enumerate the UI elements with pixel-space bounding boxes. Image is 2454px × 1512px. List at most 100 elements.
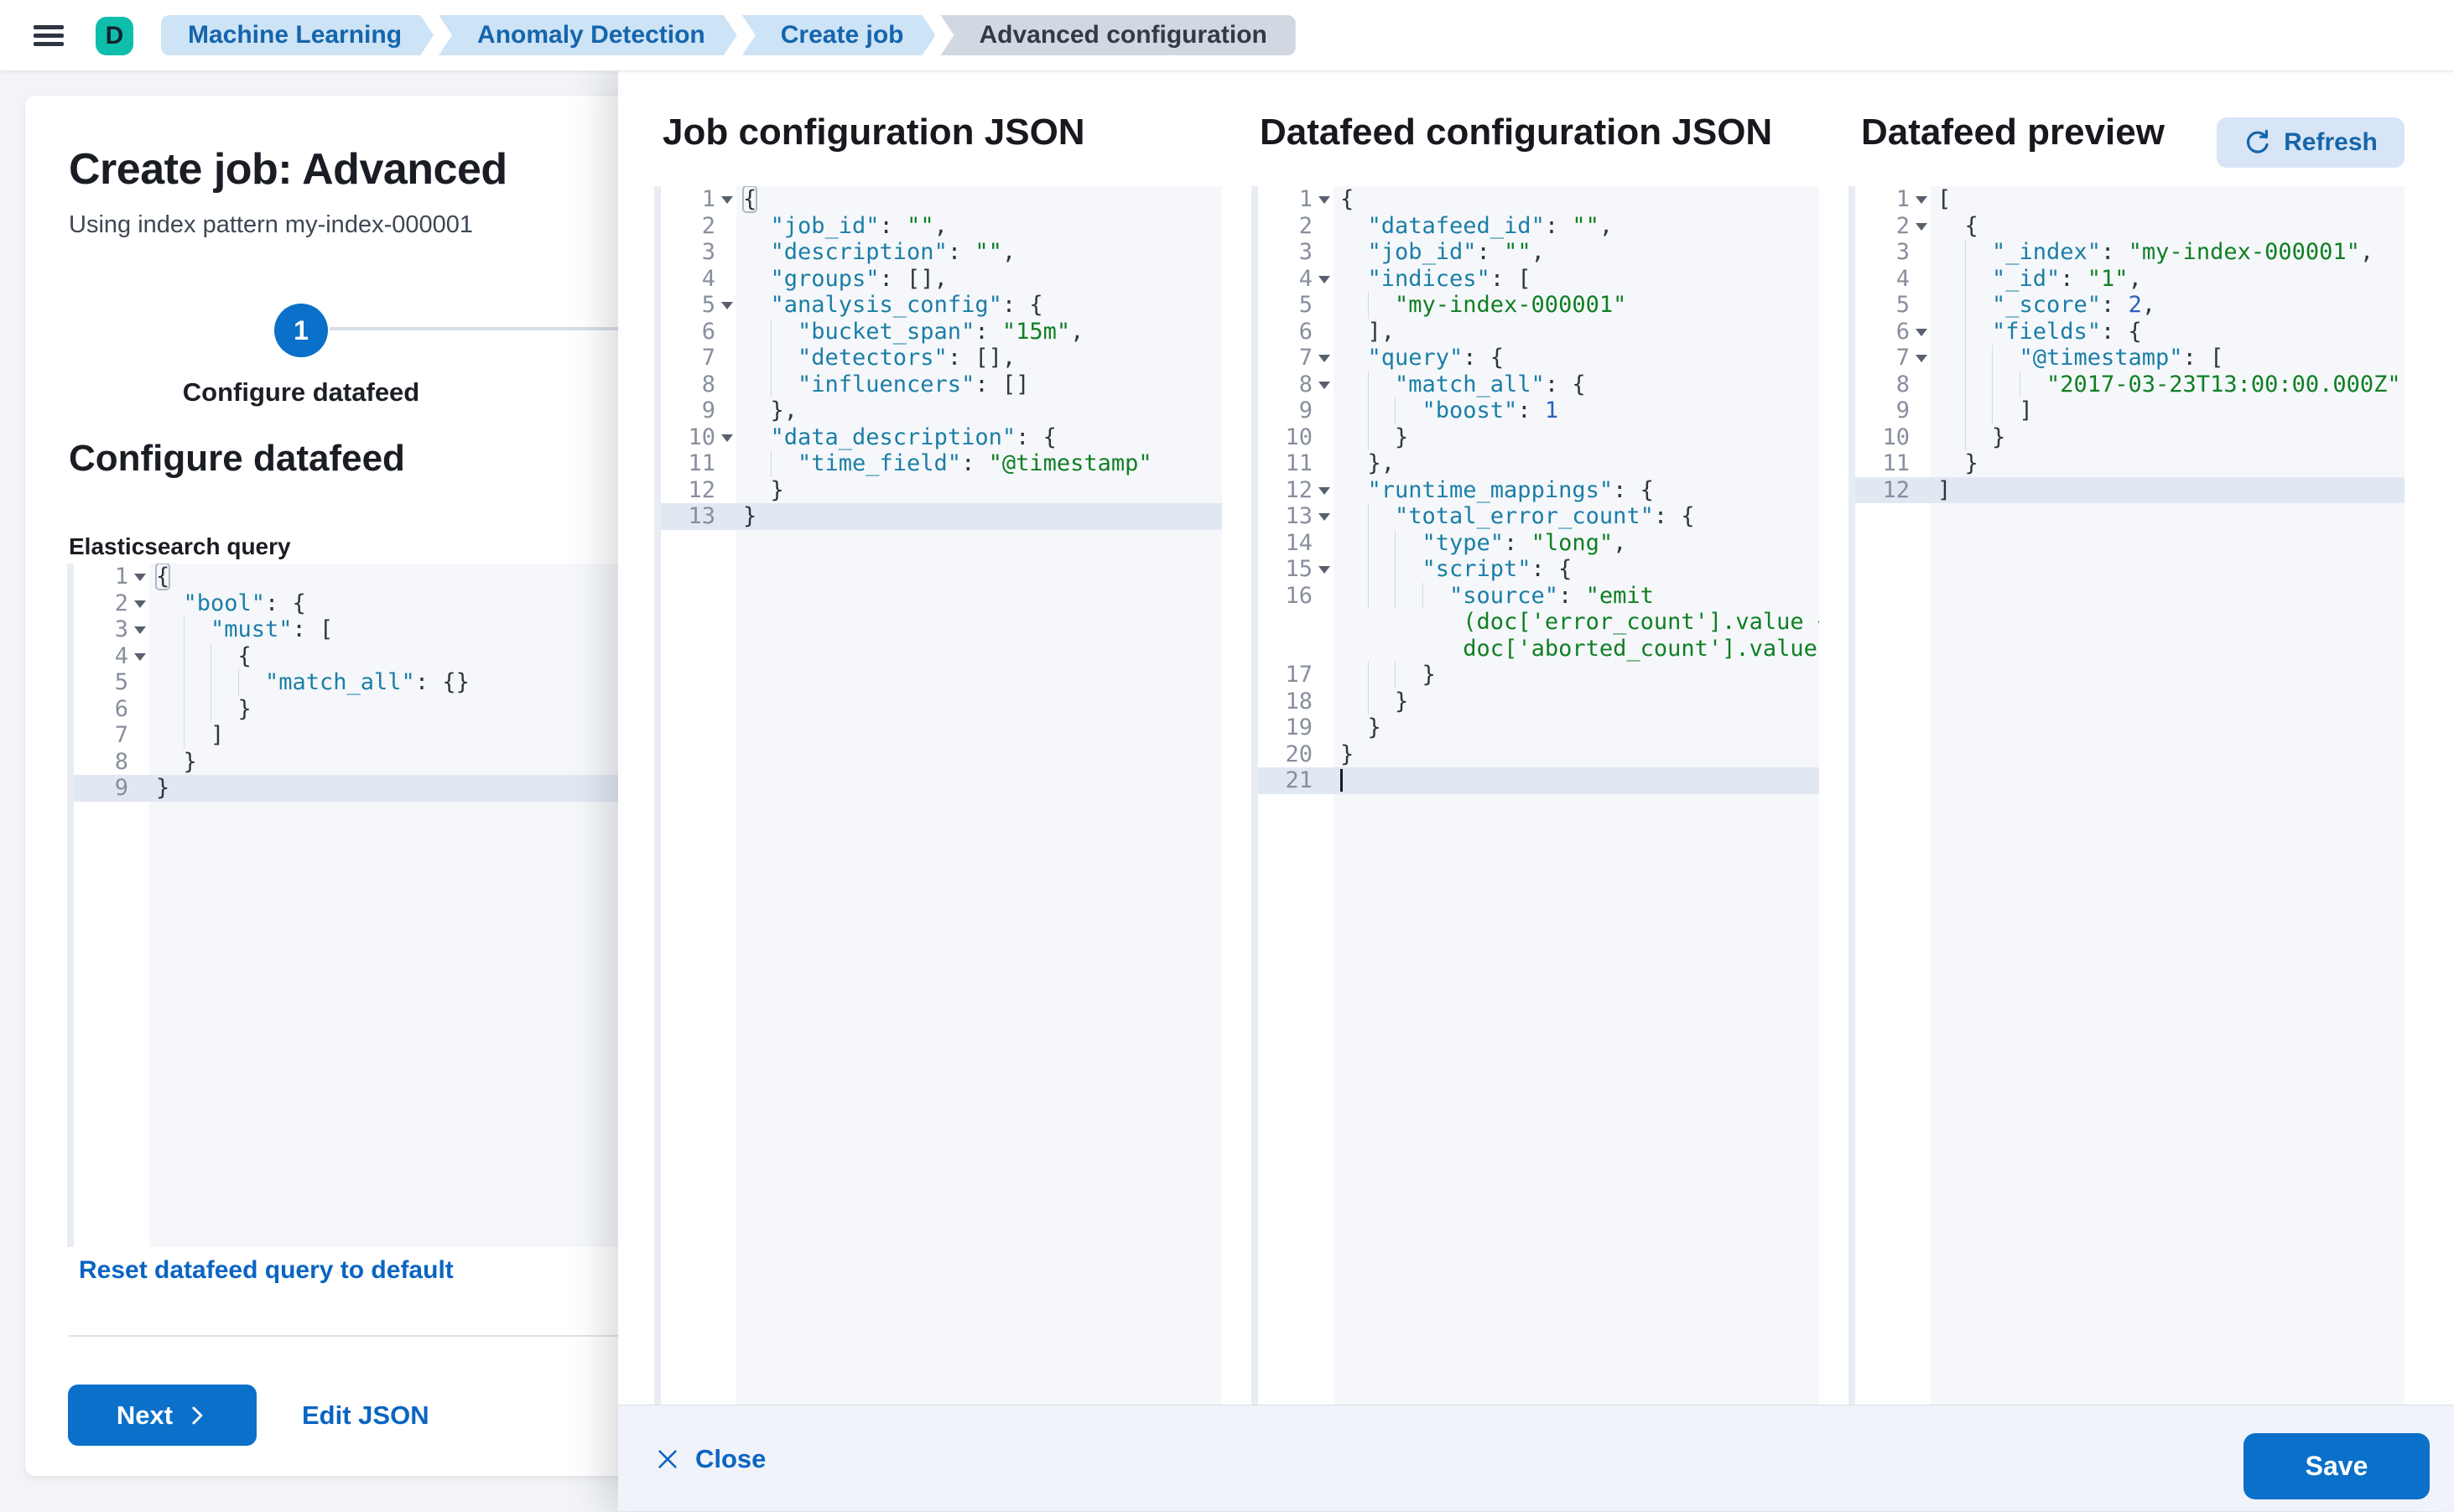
fold-gutter [1313, 239, 1334, 266]
job-config-editor-line[interactable]: 10"data_description": { [654, 424, 1222, 451]
line-number: 1 [701, 186, 715, 212]
job-config-editor-line[interactable]: 5"analysis_config": { [654, 292, 1222, 319]
datafeed-config-editor-line[interactable]: 9"boost": 1 [1251, 397, 1819, 424]
datafeed-config-editor-line[interactable]: 20} [1251, 741, 1819, 768]
datafeed-preview-editor-line[interactable]: 9] [1848, 397, 2405, 424]
datafeed-config-editor-line[interactable]: 11}, [1251, 450, 1819, 477]
es-query-editor-line[interactable]: 8} [67, 749, 948, 776]
datafeed-config-editor-line[interactable]: 2"datafeed_id": "", [1251, 213, 1819, 240]
datafeed-preview-editor-line[interactable]: 10} [1848, 423, 2405, 450]
datafeed-preview-editor-line[interactable]: 2{ [1848, 213, 2405, 240]
menu-icon[interactable] [34, 25, 64, 46]
breadcrumb-item-anomaly-detection[interactable]: Anomaly Detection [439, 15, 737, 55]
fold-toggle-icon[interactable] [128, 564, 149, 590]
code-text: ], [1367, 318, 1396, 345]
edit-json-button[interactable]: Edit JSON [302, 1385, 429, 1446]
es-query-editor-line[interactable]: 6} [67, 695, 948, 722]
es-query-editor-line[interactable]: 2"bool": { [67, 590, 948, 617]
es-query-editor-line[interactable]: 5"match_all": {} [67, 669, 948, 696]
es-query-editor-line[interactable]: 4{ [67, 642, 948, 670]
reset-datafeed-query-link[interactable]: Reset datafeed query to default [79, 1256, 454, 1284]
datafeed-config-editor-line[interactable]: 16"source": "emit [1251, 582, 1819, 609]
datafeed-config-editor-line[interactable]: 17} [1251, 662, 1819, 688]
datafeed-config-editor-line[interactable]: 19} [1251, 714, 1819, 741]
breadcrumb-item-create-job[interactable]: Create job [742, 15, 936, 55]
datafeed-config-editor-line[interactable]: (doc['error_count'].value + [1251, 609, 1819, 636]
job-config-editor-line[interactable]: 6"bucket_span": "15m", [654, 318, 1222, 345]
fold-toggle-icon[interactable] [1910, 186, 1931, 213]
space-avatar[interactable]: D [96, 17, 133, 55]
fold-toggle-icon[interactable] [1313, 556, 1334, 583]
datafeed-preview-editor-line[interactable]: 7"@timestamp": [ [1848, 345, 2405, 372]
code-text: "boost": 1 [1334, 397, 1819, 424]
fold-toggle-icon[interactable] [1910, 319, 1931, 346]
fold-toggle-icon[interactable] [1910, 213, 1931, 240]
fold-toggle-icon[interactable] [715, 292, 736, 319]
job-config-editor-line[interactable]: 2"job_id": "", [654, 213, 1222, 240]
datafeed-preview-editor-line[interactable]: 5"_score": 2, [1848, 292, 2405, 319]
fold-toggle-icon[interactable] [128, 590, 149, 617]
close-button[interactable]: Close [655, 1405, 766, 1512]
fold-toggle-icon[interactable] [1313, 503, 1334, 530]
fold-toggle-icon[interactable] [715, 424, 736, 451]
code-text: { [149, 642, 948, 669]
job-config-editor-line[interactable]: 12} [654, 477, 1222, 504]
datafeed-preview-editor-line[interactable]: 6"fields": { [1848, 318, 2405, 346]
job-config-editor-line[interactable]: 9}, [654, 397, 1222, 424]
step-1-indicator[interactable]: 1 [274, 304, 328, 357]
datafeed-preview-editor[interactable]: 1[2{3"_index": "my-index-000001",4"_id":… [1848, 186, 2405, 1405]
datafeed-config-editor-line[interactable]: 3"job_id": "", [1251, 239, 1819, 266]
fold-toggle-icon[interactable] [1313, 477, 1334, 504]
job-config-editor-line[interactable]: 8"influencers": [] [654, 371, 1222, 397]
fold-toggle-icon[interactable] [1313, 266, 1334, 293]
es-query-editor-line[interactable]: 7] [67, 722, 948, 749]
es-query-editor-line[interactable]: 1{ [67, 564, 948, 590]
datafeed-config-editor-line[interactable]: 15"script": { [1251, 556, 1819, 583]
datafeed-preview-editor-line[interactable]: 11} [1848, 450, 2405, 477]
datafeed-preview-editor-line[interactable]: 4"_id": "1", [1848, 265, 2405, 292]
datafeed-config-editor-line[interactable]: 12"runtime_mappings": { [1251, 477, 1819, 504]
datafeed-config-editor-line[interactable]: 21 [1251, 767, 1819, 794]
datafeed-config-editor-line[interactable]: 1{ [1251, 186, 1819, 213]
job-configuration-json-editor[interactable]: 1{2"job_id": "",3"description": "",4"gro… [654, 186, 1222, 1405]
breadcrumb-item-machine-learning[interactable]: Machine Learning [161, 15, 434, 55]
datafeed-config-editor-line[interactable]: 5"my-index-000001" [1251, 292, 1819, 319]
save-button[interactable]: Save [2243, 1433, 2430, 1499]
code-text: } [183, 748, 197, 775]
job-config-editor-line[interactable]: 1{ [654, 186, 1222, 213]
job-config-editor-line[interactable]: 7"detectors": [], [654, 345, 1222, 372]
fold-toggle-icon[interactable] [1910, 345, 1931, 372]
datafeed-config-editor-line[interactable]: 13"total_error_count": { [1251, 503, 1819, 530]
datafeed-config-editor-line[interactable]: 8"match_all": { [1251, 371, 1819, 398]
datafeed-config-editor-line[interactable]: 6], [1251, 319, 1819, 346]
next-button[interactable]: Next [68, 1385, 257, 1446]
fold-toggle-icon[interactable] [1313, 186, 1334, 213]
datafeed-configuration-json-editor[interactable]: 1{2"datafeed_id": "",3"job_id": "",4"ind… [1251, 186, 1819, 1405]
datafeed-config-editor-line[interactable]: doc['aborted_count'].value)" [1251, 636, 1819, 662]
datafeed-config-editor-line[interactable]: 18} [1251, 688, 1819, 714]
fold-toggle-icon[interactable] [128, 616, 149, 643]
job-config-editor-line[interactable]: 11"time_field": "@timestamp" [654, 450, 1222, 477]
datafeed-config-editor-line[interactable]: 10} [1251, 423, 1819, 450]
job-config-editor-line[interactable]: 4"groups": [], [654, 266, 1222, 293]
line-number [1251, 636, 1313, 662]
fold-toggle-icon[interactable] [1313, 345, 1334, 372]
fold-toggle-icon[interactable] [715, 186, 736, 213]
datafeed-preview-editor-line[interactable]: 12] [1848, 476, 2405, 503]
fold-toggle-icon[interactable] [128, 643, 149, 670]
line-number: 12 [688, 476, 715, 503]
datafeed-config-editor-line[interactable]: 14"type": "long", [1251, 529, 1819, 556]
datafeed-preview-editor-line[interactable]: 3"_index": "my-index-000001", [1848, 239, 2405, 266]
es-query-editor-line[interactable]: 3"must": [ [67, 616, 948, 643]
fold-gutter [1313, 292, 1334, 319]
datafeed-config-editor-line[interactable]: 7"query": { [1251, 345, 1819, 372]
refresh-button[interactable]: Refresh [2217, 117, 2405, 168]
line-number: 6 [1895, 318, 1910, 345]
datafeed-preview-editor-line[interactable]: 8"2017-03-23T13:00:00.000Z" [1848, 371, 2405, 397]
line-number: 10 [1882, 423, 1910, 450]
job-config-editor-line[interactable]: 13} [654, 503, 1222, 530]
job-config-editor-line[interactable]: 3"description": "", [654, 239, 1222, 266]
datafeed-preview-editor-line[interactable]: 1[ [1848, 186, 2405, 213]
datafeed-config-editor-line[interactable]: 4"indices": [ [1251, 266, 1819, 293]
fold-toggle-icon[interactable] [1313, 372, 1334, 398]
